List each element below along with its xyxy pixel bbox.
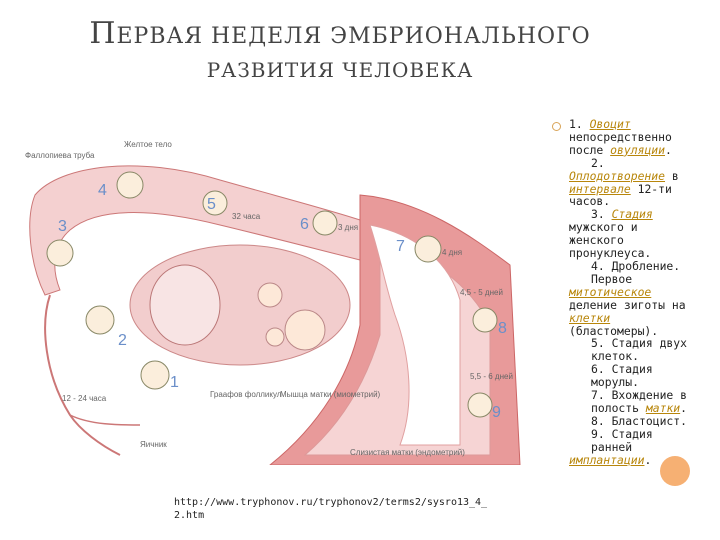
label-45d: 4,5 - 5 дней: [460, 288, 503, 297]
stage-number-2: 2: [118, 332, 127, 349]
link-mitotic[interactable]: митотическое: [569, 284, 652, 299]
label-ovary: Яичник: [140, 440, 167, 449]
decorative-orange-circle: [660, 456, 690, 486]
embryo-week-diagram: 1 2 3 4 5 6 7 8 9 Фаллопиева труба Желто…: [25, 140, 521, 465]
p2-num: 2.: [591, 155, 605, 170]
label-3d: 3 дня: [338, 223, 358, 232]
label-4d: 4 дня: [442, 248, 462, 257]
slide-title-line1: ПЕРВАЯ НЕДЕЛЯ ЭМБРИОНАЛЬНОГО: [0, 16, 680, 51]
stage-4-cleavage: [116, 171, 144, 199]
label-corpus-luteum: Желтое тело: [124, 140, 172, 149]
p7-text: 7. Вхождение в полость: [591, 388, 688, 415]
p7-end: .: [680, 400, 688, 415]
bullet-circle-icon: [552, 122, 561, 131]
link-cells[interactable]: клетки: [569, 310, 611, 325]
follicle-small-3: [265, 327, 285, 347]
p1-num: 1.: [569, 117, 583, 131]
label-graaf: Граафов фолликул: [210, 390, 282, 399]
label-12-24h: 12 - 24 часа: [62, 394, 107, 403]
p1-rest: непосредственно после: [569, 129, 672, 157]
label-556d: 5,5 - 6 дней: [470, 372, 513, 381]
title-capital-letter: П: [89, 16, 117, 51]
p9-text: 9. Стадия ранней: [591, 426, 653, 454]
link-oocyte[interactable]: Овоцит: [589, 117, 631, 131]
p1-end: .: [665, 142, 672, 157]
label-myometrium: Мышца матки (миометрий): [280, 390, 381, 399]
stage-2-fertilization: [85, 305, 115, 335]
p3-num: 3.: [591, 207, 605, 222]
title-line1-text: ЕРВАЯ НЕДЕЛЯ ЭМБРИОНАЛЬНОГО: [116, 24, 591, 49]
stage-5-two-cells: [202, 190, 228, 216]
p6-text: 6. Стадия морулы.: [591, 362, 653, 390]
link-implantation[interactable]: имплантации: [569, 452, 645, 467]
stage-number-8: 8: [498, 320, 507, 337]
link-uterus[interactable]: матки: [645, 400, 681, 415]
follicle-small-1: [257, 282, 283, 308]
stage-9-implantation: [467, 392, 493, 418]
stage-number-5: 5: [207, 196, 216, 213]
link-stage[interactable]: Стадия: [611, 207, 653, 222]
link-fertilization[interactable]: Оплодотворение: [569, 168, 666, 183]
stage-number-7: 7: [396, 238, 405, 255]
stages-description: 1. Овоцит непосредственно после овуляции…: [569, 118, 699, 466]
slide-title-line2: РАЗВИТИЯ ЧЕЛОВЕКА: [206, 58, 474, 82]
stage-3-pronucleus: [46, 239, 74, 267]
source-url[interactable]: http://www.tryphonov.ru/tryphonov2/terms…: [174, 497, 488, 521]
stage-8-blastocyst: [472, 307, 498, 333]
p3-rest: мужского и женского пронуклеуса.: [569, 220, 652, 261]
fimbria-lower: [69, 414, 141, 426]
stage-number-4: 4: [98, 182, 107, 199]
stage-6-morula: [312, 210, 338, 236]
stage-number-9: 9: [492, 404, 501, 421]
p8-text: 8. Бластоцист.: [591, 413, 688, 428]
stage-number-3: 3: [58, 218, 67, 235]
label-32h: 32 часа: [232, 212, 261, 221]
stage-number-1: 1: [170, 374, 179, 391]
p5-text: 5. Стадия двух клеток.: [591, 336, 688, 364]
p4-text: 4. Дробление. Первое: [591, 258, 681, 286]
p2-mid: в: [671, 168, 679, 183]
p4-rest: (бластомеры).: [569, 323, 659, 338]
label-endometrium: Слизистая матки (эндометрий): [350, 448, 465, 457]
p2-rest: 12-ти часов.: [569, 181, 672, 209]
stage-7-uterus-entry: [414, 235, 442, 263]
p4-mid: деление зиготы на: [569, 297, 686, 312]
fallopian-tube: [29, 165, 361, 296]
fimbria: [44, 294, 121, 456]
link-ovulation[interactable]: овуляции: [610, 142, 666, 157]
link-interval[interactable]: интервале: [569, 181, 631, 196]
p9-end: .: [644, 452, 652, 467]
graafian-follicle: [149, 264, 221, 346]
stage-1-oocyte: [140, 360, 170, 390]
follicle-small-2: [284, 309, 326, 351]
label-fimbria: Фаллопиева труба: [25, 151, 95, 160]
stage-number-6: 6: [300, 216, 309, 233]
